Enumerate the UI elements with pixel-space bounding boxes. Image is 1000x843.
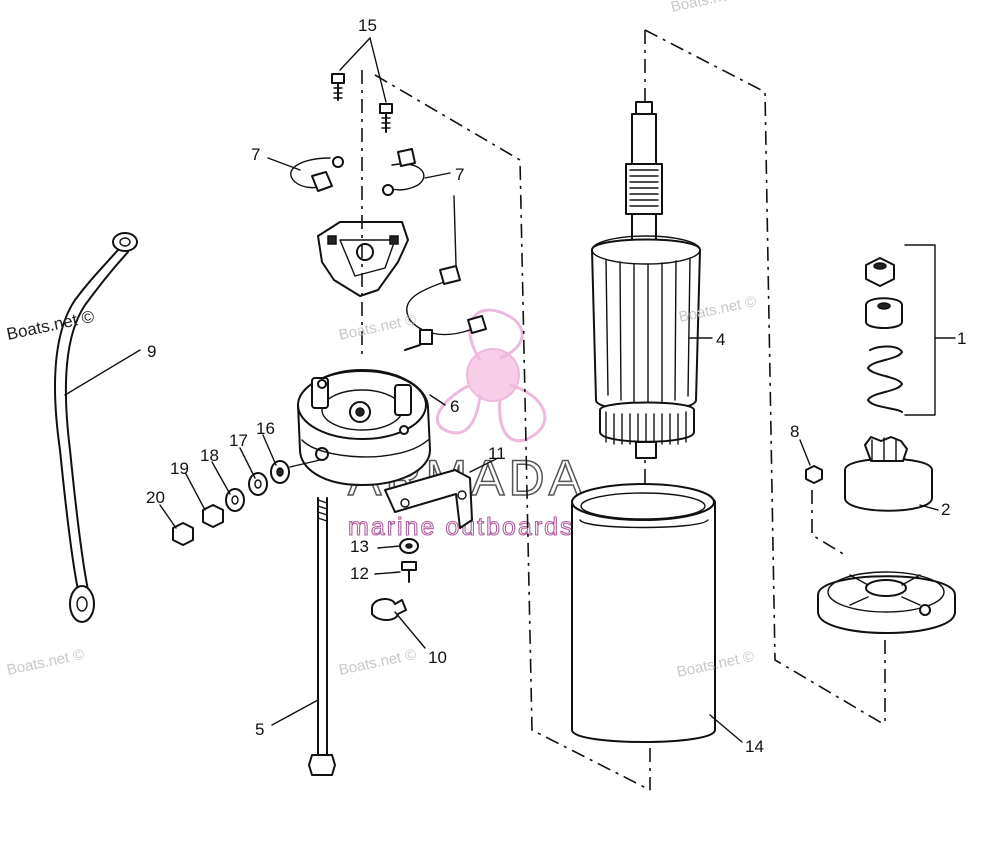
drive-end-plate xyxy=(817,571,956,634)
callout-12: 12 xyxy=(350,564,369,583)
brush-holder-plate xyxy=(317,221,409,297)
part-8-nut xyxy=(799,439,823,484)
part-11-bracket xyxy=(384,457,499,529)
part-4-armature xyxy=(591,101,713,459)
armada-propeller-logo xyxy=(436,308,547,443)
assembly-alignment-lines xyxy=(361,29,886,791)
callout-19: 19 xyxy=(170,459,189,478)
callout-5: 5 xyxy=(255,720,264,739)
callout-4: 4 xyxy=(716,330,725,349)
brush-lead-wires xyxy=(404,195,487,351)
callout-13: 13 xyxy=(350,537,369,556)
part-10-screw xyxy=(371,598,426,649)
part-13-lockwasher xyxy=(377,538,419,554)
part-1-drive-hardware xyxy=(865,244,956,416)
callout-9: 9 xyxy=(147,342,156,361)
part-14-field-frame xyxy=(571,483,743,743)
part-12-screw xyxy=(374,561,417,583)
part-6-commutator-end-frame xyxy=(297,369,446,486)
watermark-text: Boats.net © xyxy=(337,311,417,344)
part-9-battery-cable xyxy=(54,232,141,623)
watermark-text: Boats.net © xyxy=(5,307,97,344)
callout-16: 16 xyxy=(256,419,275,438)
part-15-screws xyxy=(331,37,393,133)
callout-18: 18 xyxy=(200,446,219,465)
part-7-brush-springs xyxy=(267,148,451,196)
callout-17: 17 xyxy=(229,431,248,450)
callout-14: 14 xyxy=(745,737,764,756)
callout-6: 6 xyxy=(450,397,459,416)
callout-20: 20 xyxy=(146,488,165,507)
callout-7-right: 7 xyxy=(455,165,464,184)
callout-10: 10 xyxy=(428,648,447,667)
callout-15: 15 xyxy=(358,16,377,35)
watermark-text: Boats.net © xyxy=(669,0,749,16)
watermark-text: Boats.net © xyxy=(337,646,417,679)
callout-1: 1 xyxy=(957,329,966,348)
callout-2: 2 xyxy=(941,500,950,519)
part-16-20-terminal-hardware xyxy=(159,434,321,546)
callout-7-left: 7 xyxy=(251,145,260,164)
watermark-text: Boats.net © xyxy=(5,646,85,679)
part-5-through-bolt xyxy=(271,497,336,776)
callout-11: 11 xyxy=(488,444,506,463)
part-2-pinion-drive xyxy=(844,436,939,512)
callout-8: 8 xyxy=(790,422,799,441)
